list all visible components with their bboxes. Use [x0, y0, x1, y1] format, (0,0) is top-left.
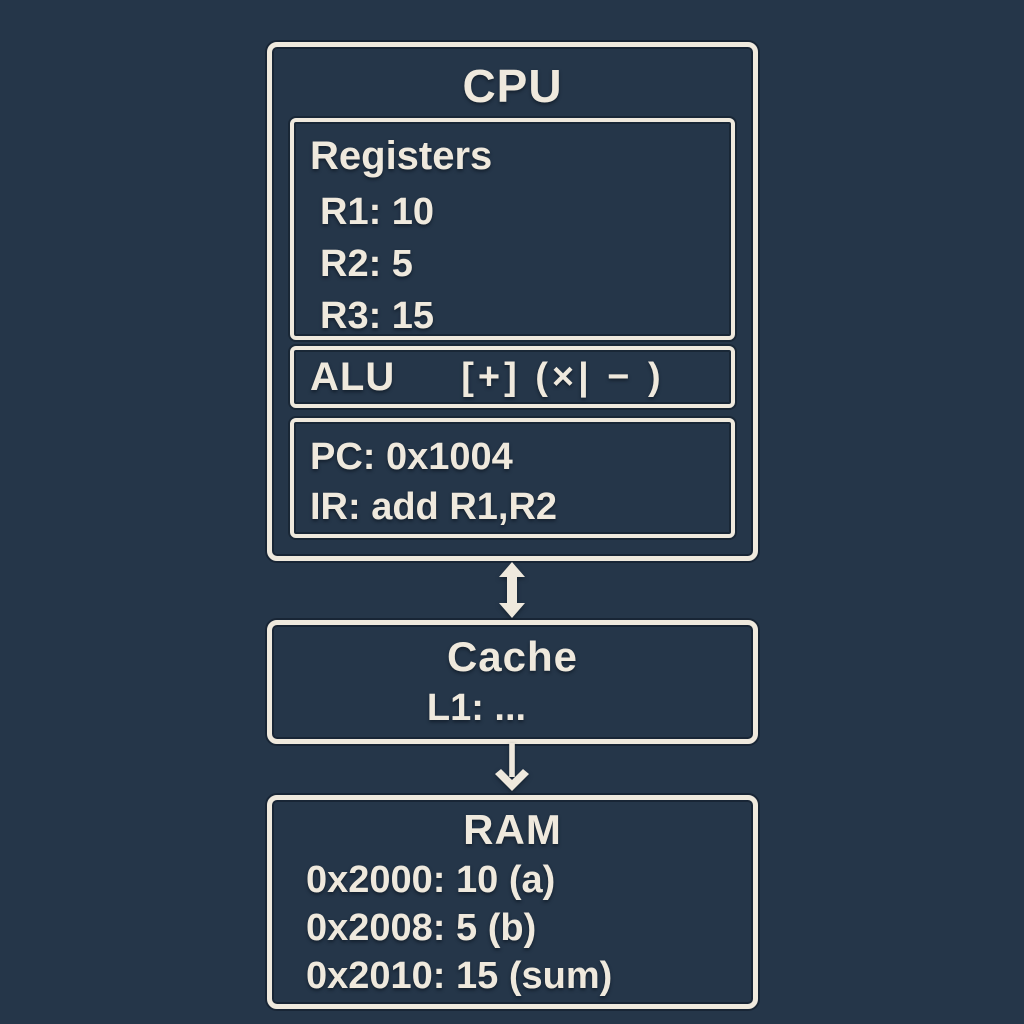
ir-line: IR: add R1,R2: [310, 486, 558, 528]
pc-line: PC: 0x1004: [310, 436, 513, 478]
down-arrow-icon: [490, 743, 534, 791]
registers-box: Registers R1: 10 R2: 5 R3: 15: [290, 118, 735, 340]
ram-row-0x2000: 0x2000: 10 (a): [306, 859, 556, 901]
cache-title: Cache: [446, 633, 579, 680]
register-row-r1: R1: 10: [320, 191, 435, 233]
control-box: PC: 0x1004 IR: add R1,R2: [290, 418, 735, 538]
ram-row-0x2010: 0x2010: 15 (sum): [306, 955, 613, 997]
register-row-r3: R3: 15: [320, 295, 435, 337]
alu-label: ALU: [310, 354, 396, 399]
cache-l1-line: L1: ...: [426, 687, 527, 729]
bidirectional-arrow-icon: [492, 562, 532, 618]
ram-row-0x2008: 0x2008: 5 (b): [306, 907, 537, 949]
cpu-box: CPU Registers R1: 10 R2: 5 R3: 15 ALU [+…: [267, 42, 758, 561]
ram-box: RAM 0x2000: 10 (a) 0x2008: 5 (b) 0x2010:…: [267, 795, 758, 1009]
ram-title: RAM: [463, 806, 562, 853]
cache-box: Cache L1: ...: [267, 620, 758, 744]
alu-box: ALU [+] (×| − ): [290, 346, 735, 408]
register-rows: R1: 10 R2: 5 R3: 15: [320, 186, 434, 342]
register-row-r2: R2: 5: [320, 243, 413, 285]
registers-heading: Registers: [310, 134, 493, 178]
alu-ops-symbols: [+] (×| − ): [461, 355, 665, 398]
ram-rows: 0x2000: 10 (a) 0x2008: 5 (b) 0x2010: 15 …: [306, 856, 612, 1000]
cpu-title: CPU: [462, 60, 563, 112]
